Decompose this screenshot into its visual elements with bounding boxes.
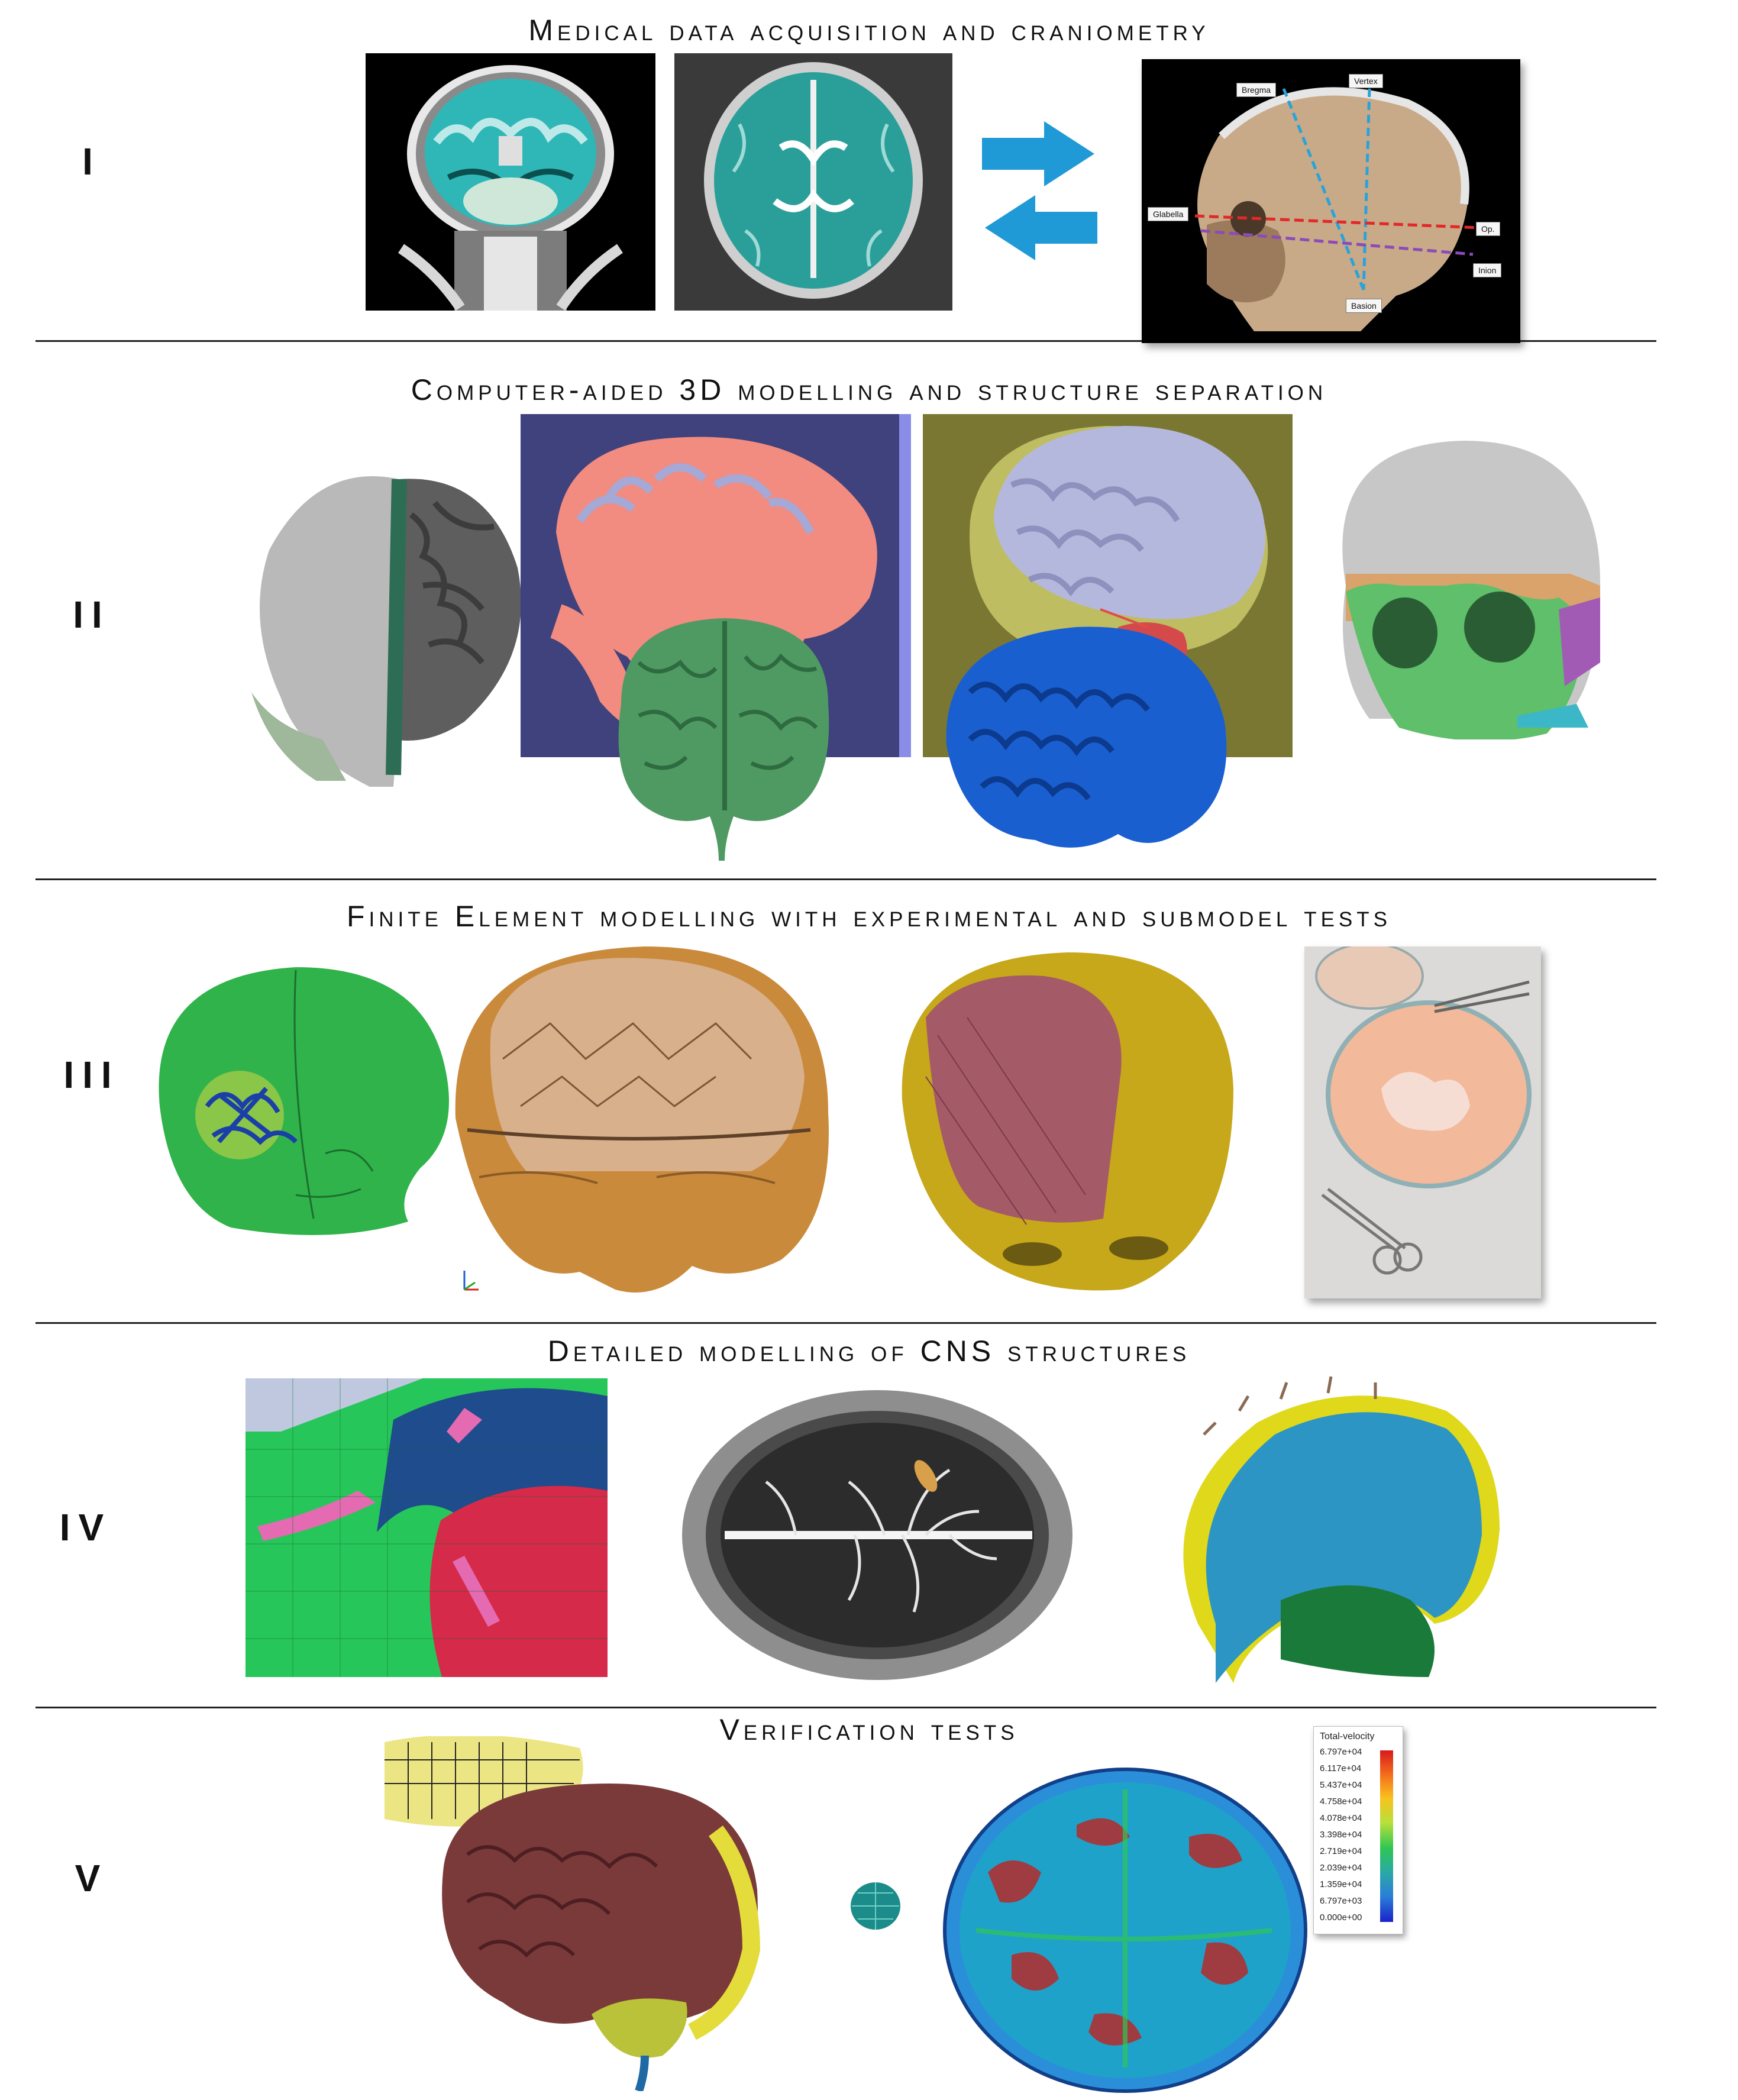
legend-value: 0.000e+00 — [1320, 1912, 1362, 1923]
fe-brain-mesh-model — [444, 941, 834, 1307]
legend-value: 6.797e+03 — [1320, 1896, 1362, 1906]
dura-sinus-model — [1151, 1375, 1520, 1689]
section-title-4: Detailed modelling of CNS structures — [547, 1335, 1191, 1368]
legend-value: 4.758e+04 — [1320, 1797, 1362, 1807]
mri-coronal-image — [366, 53, 655, 311]
fe-skull-section-model — [884, 946, 1239, 1301]
mri-axial-image — [674, 53, 952, 311]
section-numeral-3: III — [63, 1054, 120, 1096]
glabella-label: Glabella — [1148, 207, 1189, 221]
fe-skull-stress-model — [148, 958, 450, 1242]
legend-value: 6.117e+04 — [1320, 1763, 1362, 1773]
legend-value: 2.719e+04 — [1320, 1846, 1362, 1856]
arrow-right-icon — [982, 121, 1094, 186]
section-title-5: Verification tests — [719, 1713, 1019, 1746]
coordinate-axis-icon — [458, 1266, 482, 1295]
blue-brain-model — [935, 621, 1230, 852]
legend-value: 1.359e+04 — [1320, 1879, 1362, 1889]
section-divider — [35, 878, 1656, 880]
section-numeral-2: II — [73, 593, 111, 636]
bregma-label: Bregma — [1236, 83, 1277, 97]
cns-detailed-mesh-model — [245, 1378, 608, 1677]
green-brain-model — [597, 609, 852, 864]
section-title-2: Computer-aided 3D modelling and structur… — [411, 373, 1327, 406]
legend-value: 4.078e+04 — [1320, 1813, 1362, 1823]
basion-label: Basion — [1346, 299, 1382, 313]
section-title-1: Medical data acquisition and craniometry — [528, 14, 1210, 47]
section-numeral-1: I — [82, 140, 101, 183]
legend-value: 2.039e+04 — [1320, 1863, 1362, 1873]
experimental-sample-photo — [1304, 946, 1541, 1298]
legend-value: 6.797e+04 — [1320, 1747, 1362, 1757]
segmentation-3d-view — [923, 414, 1293, 757]
section-divider — [35, 340, 1656, 342]
legend-value: 3.398e+04 — [1320, 1830, 1362, 1840]
velocity-legend: Total-velocity 6.797e+04 6.117e+04 5.437… — [1313, 1726, 1403, 1934]
section-numeral-4: IV — [59, 1506, 112, 1549]
section-numeral-5: V — [75, 1857, 109, 1899]
section-divider — [35, 1707, 1656, 1708]
craniometry-skull-image: Bregma Vertex Glabella Op. Inion Basion — [1142, 59, 1520, 343]
velocity-field-result — [941, 1766, 1310, 2094]
skull-bone-separation-model — [1322, 438, 1603, 739]
op-label: Op. — [1476, 222, 1500, 236]
impact-test-brain-model — [385, 1736, 834, 2091]
legend-title: Total-velocity — [1320, 1731, 1375, 1742]
skull-brain-cutaway-model — [234, 467, 529, 787]
legend-color-bar — [1380, 1750, 1393, 1922]
section-title-3: Finite Element modelling with experiment… — [347, 900, 1391, 933]
inion-label: Inion — [1473, 263, 1502, 277]
legend-value: 5.437e+04 — [1320, 1780, 1362, 1790]
venography-scan-image — [677, 1387, 1077, 1683]
section-divider — [35, 1322, 1656, 1324]
impactor-sphere-model — [849, 1881, 902, 1931]
arrow-left-icon — [985, 195, 1097, 260]
vertex-label: Vertex — [1349, 74, 1383, 88]
